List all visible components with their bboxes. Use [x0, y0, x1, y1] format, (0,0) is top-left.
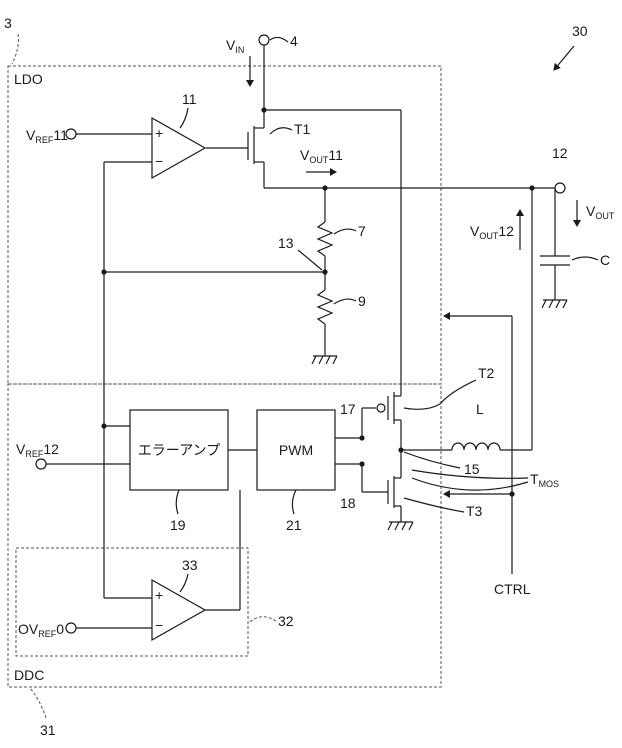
capacitor-label: C [600, 252, 610, 268]
vref12-terminal [36, 459, 46, 469]
ddc-ref-leader [30, 688, 46, 718]
res9-leader [334, 299, 356, 304]
amp33-leader [180, 574, 188, 592]
ovref0-terminal [66, 623, 76, 633]
ddc-ref: 31 [40, 722, 56, 738]
ldo-label: LDO [14, 71, 43, 87]
inductor-label: L [476, 401, 484, 417]
ldo-block-outline [8, 66, 441, 384]
amp11-minus: − [155, 153, 163, 169]
node-18-label: 18 [340, 495, 356, 511]
node-15-label: 15 [464, 461, 480, 477]
vin-label: VIN [226, 37, 244, 55]
error-amp-leader [176, 490, 179, 514]
error-amp-label: エラーアンプ [138, 442, 220, 458]
inductor-l [452, 443, 500, 450]
vin-terminal [259, 35, 269, 45]
error-amp-ref: 19 [170, 517, 186, 533]
pwm-label: PWM [279, 442, 313, 458]
figure-number-arrow [554, 46, 574, 70]
t3-ground-icon [388, 522, 413, 530]
amp11-plus: + [155, 125, 163, 141]
t1-leader [270, 128, 292, 134]
comparator-block-leader [250, 617, 276, 622]
node-4-label: 4 [290, 33, 298, 49]
t1-label: T1 [294, 121, 311, 137]
vref12-label: VREF12 [16, 441, 59, 459]
res-ground-icon [312, 356, 337, 364]
vout11-label: VOUT11 [300, 147, 343, 165]
amp11-label: 11 [182, 91, 197, 107]
t2-gate-bubble [377, 404, 385, 412]
tmos-leader-2 [412, 478, 528, 490]
vout-terminal [555, 183, 565, 193]
t2-label: T2 [478, 365, 495, 381]
vref11-label: VREF11 [26, 127, 68, 145]
t3-label: T3 [466, 503, 483, 519]
amp33-plus: + [155, 587, 163, 603]
figure-number: 30 [572, 23, 588, 39]
amp33-minus: − [155, 617, 163, 633]
resistor-7 [318, 222, 332, 256]
amp33-label: 33 [182, 557, 198, 573]
resistor-9 [318, 290, 332, 324]
ldo-ref-leader [12, 34, 18, 64]
node-17-label: 17 [340, 401, 356, 417]
vout-label: VOUT [586, 203, 615, 221]
vout12-label: VOUT12 [470, 223, 514, 241]
node-12-label: 12 [552, 145, 568, 161]
capacitor-leader [572, 257, 598, 260]
node-13-label: 13 [278, 235, 294, 251]
res7-leader [334, 229, 356, 234]
tmos-label: TMOS [530, 471, 559, 489]
res7-label: 7 [358, 223, 366, 239]
ddc-label: DDC [14, 667, 44, 683]
pwm-ref: 21 [286, 517, 302, 533]
pwm-leader [292, 490, 296, 514]
amp11-leader [180, 108, 188, 128]
cap-ground-icon [542, 300, 567, 308]
node-4-leader [270, 37, 288, 42]
comparator-block-ref: 32 [278, 613, 294, 629]
node-13-leader [298, 250, 322, 270]
res9-label: 9 [358, 293, 366, 309]
comparator-block-outline [16, 548, 248, 656]
ovref0-label: OVREF0 [18, 621, 64, 639]
node-15-leader [404, 452, 460, 468]
ctrl-junction [509, 491, 514, 496]
ldo-ref: 3 [4, 15, 12, 31]
t3-leader [404, 498, 464, 512]
ctrl-label: CTRL [494, 581, 531, 597]
